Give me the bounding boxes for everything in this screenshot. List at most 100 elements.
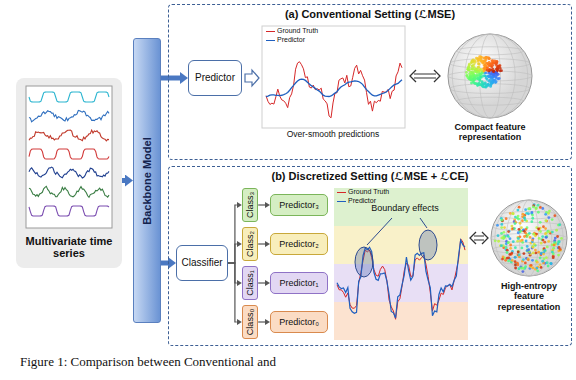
feature-point	[497, 66, 500, 69]
feature-point	[510, 252, 513, 255]
classifier-box: Classifier	[176, 245, 228, 281]
feature-point	[557, 243, 560, 246]
sphere-grid	[465, 34, 515, 118]
feature-point	[506, 251, 509, 254]
feature-point	[490, 80, 493, 83]
feature-point	[478, 63, 481, 66]
feature-point	[524, 265, 527, 268]
feature-point	[551, 218, 554, 221]
feature-point	[525, 228, 528, 231]
class-band	[334, 226, 468, 264]
node-label: Predictor₁	[279, 278, 318, 288]
node-label: Predictor	[195, 72, 235, 84]
hollow-arrow	[245, 70, 259, 86]
series-frame	[26, 86, 112, 228]
class-band	[334, 264, 468, 302]
node-label: Multivariate time series	[25, 235, 113, 260]
feature-point	[539, 230, 542, 233]
series-curve	[29, 110, 109, 122]
feature-point	[489, 69, 492, 72]
feature-point	[507, 230, 510, 233]
feature-point	[511, 212, 514, 215]
feature-point	[495, 60, 498, 63]
feature-point	[536, 269, 539, 272]
feature-point	[521, 219, 524, 222]
annotation-label: Compact feature representation	[438, 122, 542, 143]
feature-point	[548, 210, 551, 213]
arrow-shaft	[474, 236, 484, 240]
connector-arrow	[258, 243, 265, 244]
feature-point	[532, 206, 535, 209]
feature-point	[531, 247, 534, 250]
feature-point	[534, 252, 537, 255]
feature-point	[478, 58, 481, 61]
legend-sample	[337, 201, 346, 202]
feature-point	[496, 74, 499, 77]
feature-point	[544, 227, 547, 230]
feature-point	[543, 257, 546, 260]
arrow-shaft	[414, 74, 436, 78]
sphere-grid	[499, 257, 560, 264]
feature-point	[512, 212, 515, 215]
sphere-grid	[480, 34, 501, 118]
feature-point	[517, 237, 520, 240]
feature-point	[545, 236, 548, 239]
feature-point	[505, 217, 508, 220]
feature-point	[500, 223, 503, 226]
leader-line	[420, 218, 427, 228]
feature-point	[480, 75, 483, 78]
feature-point	[490, 73, 493, 76]
feature-point	[540, 266, 543, 269]
feature-point	[484, 65, 487, 68]
feature-point	[470, 61, 473, 64]
annotation-label: Over-smooth predictions	[287, 130, 380, 140]
feature-point	[468, 69, 471, 72]
feature-point	[531, 245, 534, 248]
feature-point	[535, 267, 538, 270]
legend-sample	[266, 31, 275, 32]
connector-arrow	[228, 263, 237, 322]
node-label: Backbone Model	[141, 137, 154, 224]
feature-point	[545, 235, 548, 238]
feature-point	[542, 225, 545, 228]
feature-point	[508, 230, 511, 233]
feature-point	[539, 264, 542, 267]
annotation-label: High-entropy feature representation	[487, 281, 571, 312]
feature-point	[501, 219, 504, 222]
feature-point	[527, 208, 530, 211]
feature-point	[546, 246, 549, 249]
feature-point	[483, 64, 486, 67]
feature-point	[489, 85, 492, 88]
node-label: Class₀	[245, 309, 255, 335]
feature-point	[523, 235, 526, 238]
connector-arrow	[161, 76, 180, 81]
node-label: Predictor₃	[279, 200, 319, 210]
feature-point	[505, 246, 508, 249]
connector-arrow	[258, 282, 265, 283]
feature-point	[518, 253, 521, 256]
feature-point	[480, 76, 483, 79]
feature-point	[497, 240, 500, 243]
feature-point	[518, 228, 521, 231]
feature-point	[535, 207, 538, 210]
feature-point	[535, 207, 538, 210]
feature-point	[522, 252, 525, 255]
feature-point	[531, 259, 534, 262]
feature-point	[524, 208, 527, 211]
feature-point	[530, 220, 533, 223]
feature-point	[545, 220, 548, 223]
node-label: Predictor₀	[279, 317, 319, 327]
feature-point	[553, 241, 556, 244]
feature-point	[558, 240, 561, 243]
leader-line	[367, 218, 392, 245]
feature-point	[527, 258, 530, 261]
feature-point	[551, 231, 554, 234]
feature-point	[522, 213, 525, 216]
node-label: Class₂	[245, 231, 255, 257]
feature-point	[512, 240, 515, 243]
feature-point	[484, 56, 487, 59]
feature-point	[470, 79, 473, 82]
feature-point	[537, 251, 540, 254]
feature-point	[481, 85, 484, 88]
